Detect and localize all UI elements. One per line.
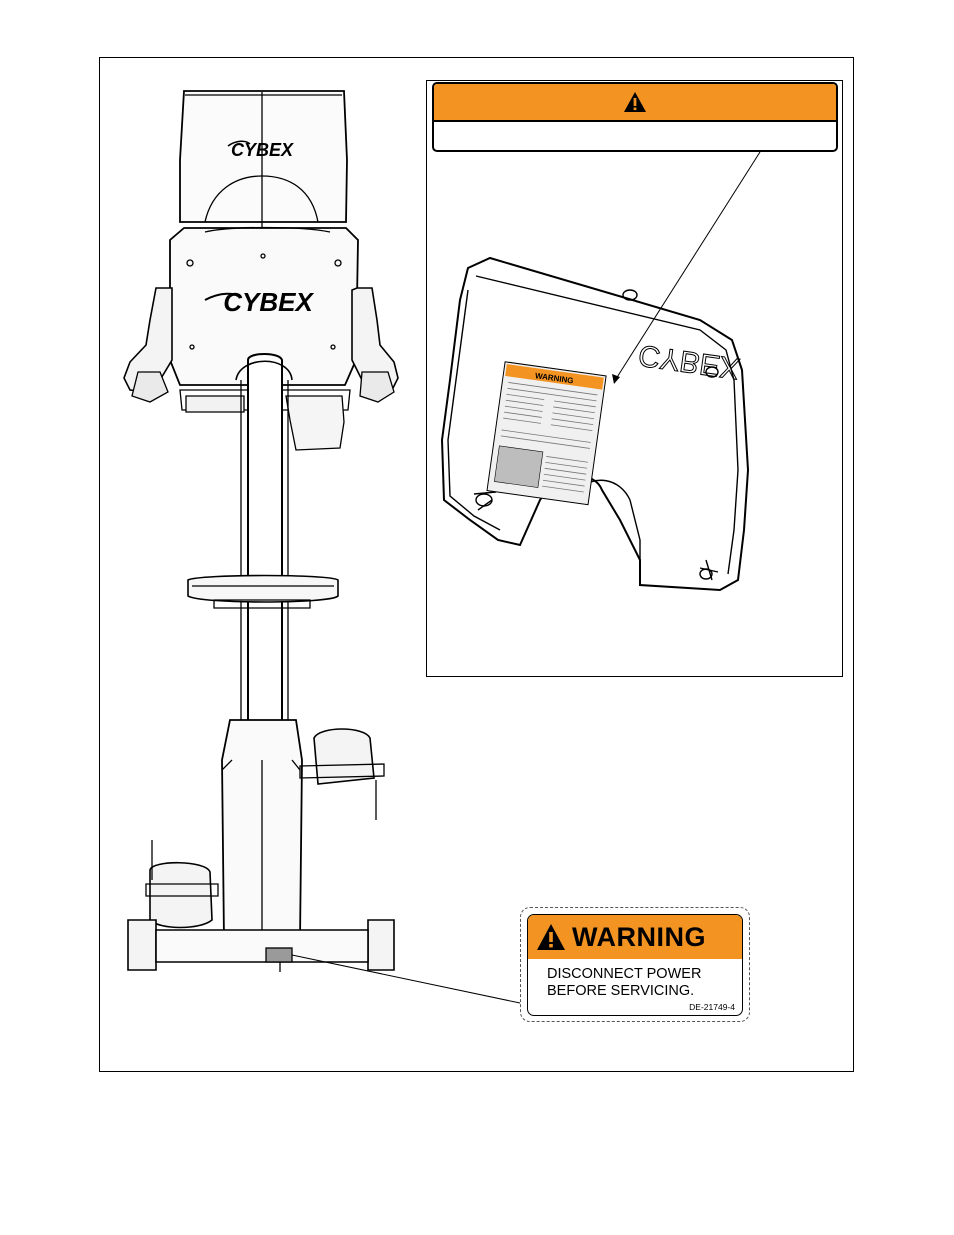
decal-cut-outline <box>520 907 750 1022</box>
warning-triangle-icon <box>624 92 646 112</box>
right-handle <box>351 287 399 393</box>
warning-decal-line2: BEFORE SERVICING. <box>547 983 695 999</box>
warning-decal-header: WARNING <box>528 915 742 959</box>
detail-inset <box>426 80 843 677</box>
warning-decal-line1: DISCONNECT POWER <box>547 966 702 982</box>
warning-decal-title: WARNING <box>572 921 706 952</box>
console-logo: CYBEX <box>223 287 314 317</box>
left-handle <box>123 287 173 393</box>
figure-frame <box>99 57 854 1072</box>
console-body <box>169 227 359 386</box>
warning-decal-message: DISCONNECT POWER BEFORE SERVICING. <box>547 966 701 1000</box>
warning-triangle-icon <box>537 924 565 950</box>
warning-decal-part-number: DE-21749-4 <box>689 1002 735 1012</box>
base-stabilizer <box>155 929 369 963</box>
warning-decal: WARNING DISCONNECT POWER BEFORE SERVICIN… <box>527 914 743 1016</box>
upright-post <box>247 353 283 761</box>
console-display <box>179 90 348 223</box>
left-pedal <box>149 861 213 929</box>
display-logo: CYBEX <box>231 140 294 160</box>
inset-warning-strip <box>432 82 838 152</box>
